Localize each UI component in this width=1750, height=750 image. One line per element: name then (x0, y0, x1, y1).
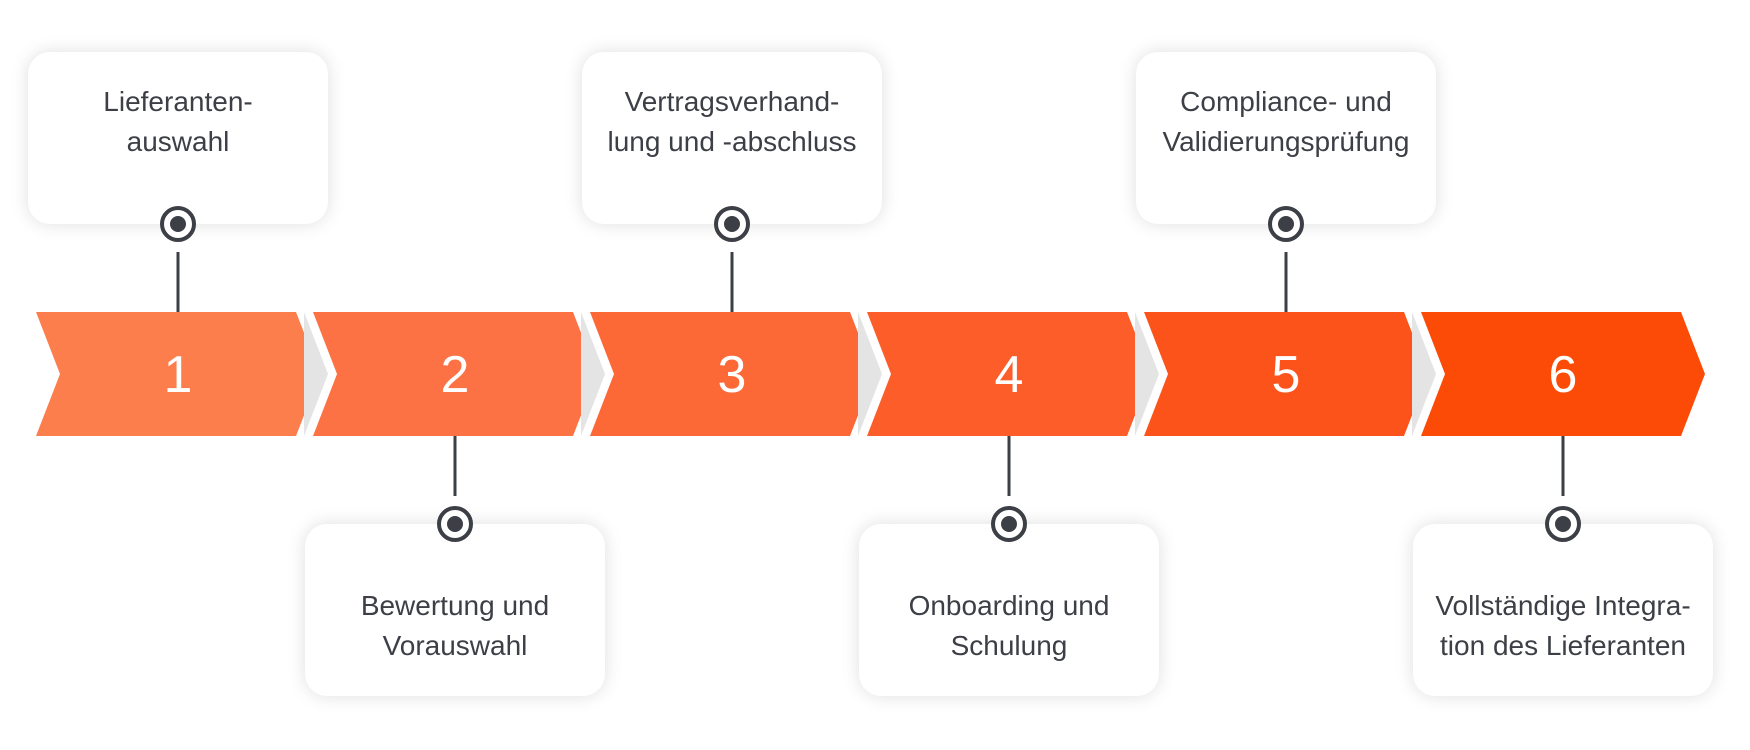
step-number-4: 4 (995, 346, 1024, 404)
step-card-3: Vertragsverhand- lung und -abschluss (582, 52, 882, 224)
step-number-2: 2 (441, 346, 470, 404)
arrow-segment-6 (1421, 312, 1705, 436)
step-card-4: Onboarding und Schulung (859, 524, 1159, 696)
step-label-1: Lieferanten- auswahl (103, 86, 253, 157)
step-label-3: Vertragsverhand- lung und -abschluss (607, 86, 857, 157)
step-card-5: Compliance- und Validierungsprüfung (1136, 52, 1436, 224)
step-card-1: Lieferanten- auswahl (28, 52, 328, 224)
step-number-1: 1 (164, 346, 193, 404)
arrow-segment-5 (1144, 312, 1428, 436)
step-number-6: 6 (1549, 346, 1578, 404)
arrow-segment-4 (867, 312, 1151, 436)
step-label-2: Bewertung und Vorauswahl (360, 590, 550, 661)
step-label-4: Onboarding und Schulung (908, 590, 1110, 661)
arrow-segment-2 (313, 312, 597, 436)
step-card-6: Vollständige Integra- tion des Lieferant… (1413, 524, 1713, 696)
step-card-2: Bewertung und Vorauswahl (305, 524, 605, 696)
step-label-6: Vollständige Integra- tion des Lieferant… (1435, 590, 1691, 661)
step-label-5: Compliance- und Validierungsprüfung (1162, 86, 1410, 157)
arrow-segment-3 (590, 312, 874, 436)
step-number-3: 3 (718, 346, 747, 404)
arrow-segment-1 (36, 312, 320, 436)
step-number-5: 5 (1272, 346, 1301, 404)
